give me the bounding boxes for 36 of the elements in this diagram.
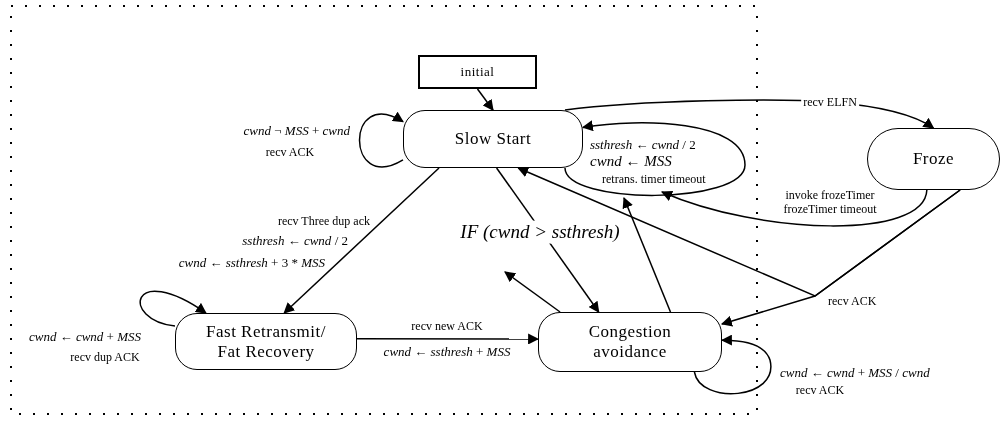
edge-label: recv ACK bbox=[265, 144, 315, 160]
edge-label: invoke frozeTimer frozeTimer timeout bbox=[782, 187, 878, 217]
arrow bbox=[504, 271, 561, 313]
state-name: initial bbox=[460, 64, 495, 80]
self-loop-arrow bbox=[358, 112, 404, 168]
self-loop-arrow bbox=[693, 334, 772, 395]
edge-label: recv ACK bbox=[795, 382, 845, 398]
state-box bbox=[538, 312, 722, 372]
formula-label: cwnd ← ssthresh + 3 *MSS bbox=[178, 255, 325, 271]
arrow bbox=[283, 167, 440, 314]
arrow bbox=[517, 166, 961, 297]
arrow bbox=[476, 88, 494, 111]
state-box bbox=[403, 110, 583, 168]
edge-label: IF (cwnd > ssthresh) bbox=[458, 220, 622, 244]
formula-label: cwnd ← cwnd + MSS / cwnd bbox=[780, 365, 930, 381]
formula-label: ssthresh ← cwnd / 2 bbox=[242, 233, 348, 249]
edge-label: retrans. timer timeout bbox=[602, 171, 706, 187]
formula-label: ssthresh ← cwnd / 2 bbox=[590, 137, 696, 153]
formula-label: cwnd ← cwnd + MSS bbox=[28, 329, 142, 345]
state-box bbox=[175, 313, 357, 370]
arrow bbox=[622, 197, 672, 313]
edge-label: recv dup ACK bbox=[70, 349, 140, 365]
formula-label: cwnd ¬ MSS + cwnd bbox=[243, 123, 350, 139]
initial-box bbox=[418, 55, 537, 89]
formula-label: cwnd ← ssthresh + MSS bbox=[383, 344, 511, 360]
self-loop-arrow bbox=[139, 290, 207, 327]
arrow bbox=[660, 189, 928, 227]
state-name: Fast Retransmit/ Fat Recovery bbox=[205, 321, 327, 362]
edge-label: recv new ACK bbox=[411, 318, 483, 334]
formula-label: cwnd ← MSS bbox=[590, 152, 672, 170]
state-name: Froze bbox=[912, 149, 955, 169]
arrow bbox=[356, 333, 540, 345]
state-name: Congestion avoidance bbox=[587, 322, 673, 362]
edge-label: recv Three dup ack bbox=[277, 213, 370, 229]
self-loop-arrow bbox=[564, 120, 746, 197]
state-name: Slow Start bbox=[454, 129, 532, 149]
